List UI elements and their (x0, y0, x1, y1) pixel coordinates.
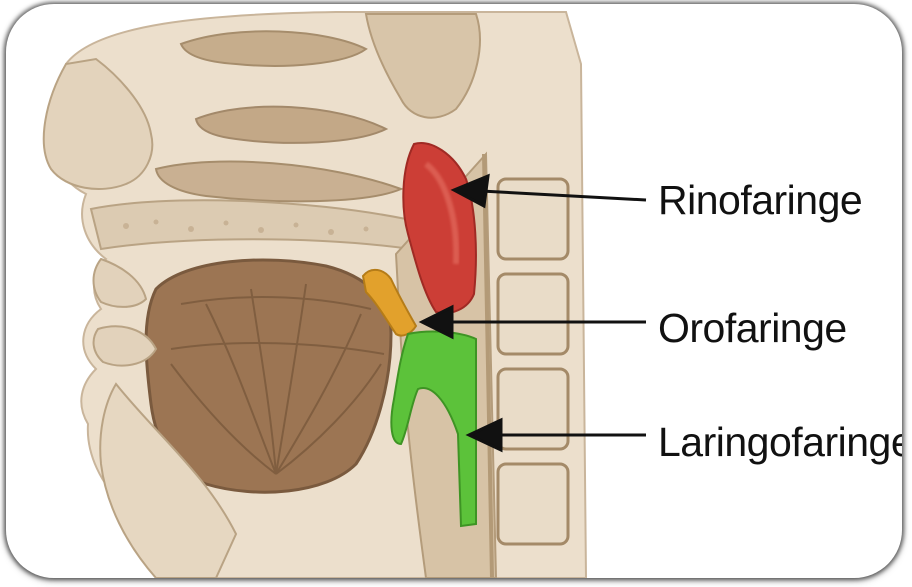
label-laringofaringe: Laringofaringe (658, 422, 902, 463)
label-rinofaringe: Rinofaringe (658, 180, 862, 221)
pharynx-illustration (6, 4, 902, 578)
label-orofaringe: Orofaringe (658, 308, 847, 349)
diagram-card: Rinofaringe Orofaringe Laringofaringe (6, 4, 902, 578)
